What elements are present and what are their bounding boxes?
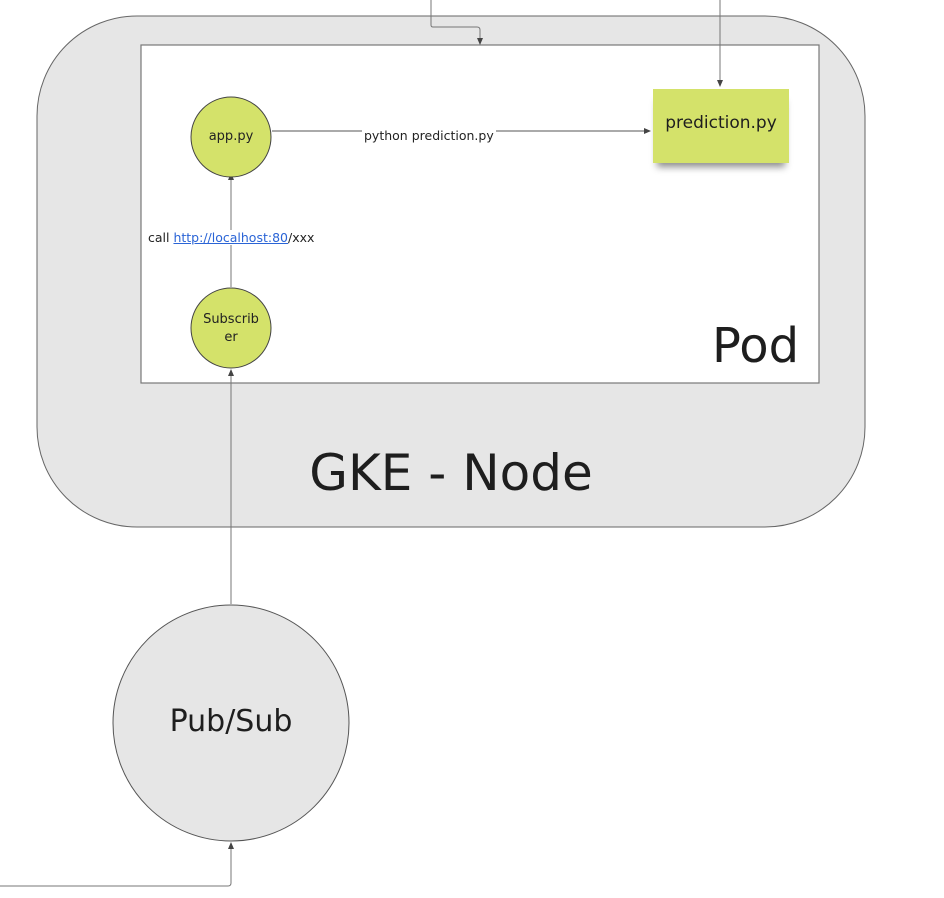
edge-label-suffix: /xxx: [287, 230, 315, 245]
edge-label-python-prediction: python prediction.py: [362, 128, 496, 143]
gke-node-title: GKE - Node: [309, 444, 593, 502]
prediction-py-sticky-note[interactable]: [653, 89, 789, 163]
edge-label-call-localhost: call http://localhost:80/xxx: [146, 230, 317, 245]
prediction-py-label: prediction.py: [665, 113, 777, 133]
subscriber-label-line1: Subscrib: [203, 312, 259, 327]
connector-top-to-pod[interactable]: [430, 0, 483, 45]
localhost-link[interactable]: http://localhost:80: [173, 230, 288, 245]
app-py-label: app.py: [208, 129, 254, 144]
connector-left-to-pubsub[interactable]: [0, 842, 234, 887]
edge-label-prefix: call: [148, 230, 174, 245]
subscriber-node[interactable]: [190, 287, 272, 369]
pubsub-node[interactable]: [112, 604, 350, 842]
subscriber-label: Subscrib er: [191, 311, 271, 347]
subscriber-label-line2: er: [224, 330, 238, 345]
pod-title: Pod: [712, 318, 800, 374]
pubsub-label: Pub/Sub: [169, 704, 293, 739]
app-py-node[interactable]: [190, 96, 272, 178]
